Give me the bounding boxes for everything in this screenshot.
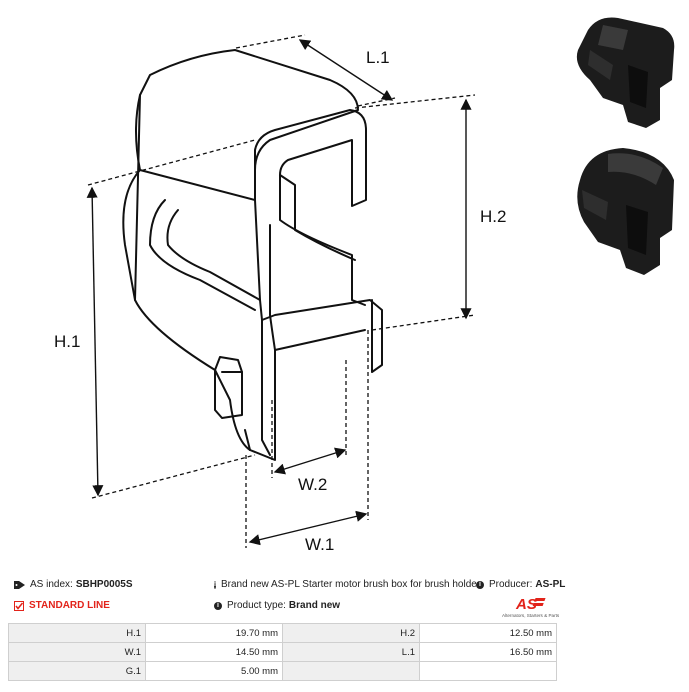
spec-label: G.1 [8, 661, 146, 681]
logo-text: AS [515, 596, 537, 613]
producer-line: i Producer: AS-PL [476, 579, 565, 590]
producer-label: Producer: [489, 579, 533, 590]
spec-value: 19.70 mm [145, 623, 283, 643]
tag-icon [14, 580, 25, 589]
spec-value: 14.50 mm [145, 642, 283, 662]
spec-label [282, 661, 420, 681]
technical-drawing: L.1 H.2 H.1 W.2 W.1 [54, 34, 506, 554]
spec-value: 16.50 mm [419, 642, 557, 662]
checkbox-checked-icon [14, 600, 24, 611]
dim-label-h2: H.2 [480, 207, 506, 226]
spec-label: L.1 [282, 642, 420, 662]
spec-value: 5.00 mm [145, 661, 283, 681]
standard-line-text: STANDARD LINE [29, 600, 110, 611]
product-type-value: Brand new [288, 600, 341, 611]
as-index-value: SBHP0005S [75, 579, 133, 590]
product-type-line: i Product type: Brand new [214, 600, 340, 611]
info-icon: i [214, 580, 216, 589]
standard-line-badge: STANDARD LINE [14, 600, 110, 611]
spec-label: H.1 [8, 623, 146, 643]
product-photo-top [576, 17, 675, 128]
dim-label-l1: L.1 [366, 48, 390, 67]
logo-tagline: Alternators, Starters & Parts [502, 613, 560, 618]
product-photo-bottom [577, 148, 674, 275]
product-type-label: Product type: [227, 600, 286, 611]
as-index-label: AS index: [30, 579, 73, 590]
as-index-line: AS index: SBHP0005S [14, 579, 133, 590]
dim-label-w1: W.1 [305, 535, 334, 554]
spec-value [419, 661, 557, 681]
dim-label-h1: H.1 [54, 332, 80, 351]
as-pl-logo: AS Alternators, Starters & Parts [502, 596, 560, 618]
description-line: i Brand new AS-PL Starter motor brush bo… [214, 579, 476, 590]
spec-label: W.1 [8, 642, 146, 662]
producer-value: AS-PL [535, 579, 566, 590]
description-text: Brand new AS-PL Starter motor brush box … [220, 579, 476, 590]
spec-value: 12.50 mm [419, 623, 557, 643]
spec-label: H.2 [282, 623, 420, 643]
info-icon: i [476, 580, 484, 589]
info-icon: i [214, 601, 222, 610]
dim-label-w2: W.2 [298, 475, 327, 494]
